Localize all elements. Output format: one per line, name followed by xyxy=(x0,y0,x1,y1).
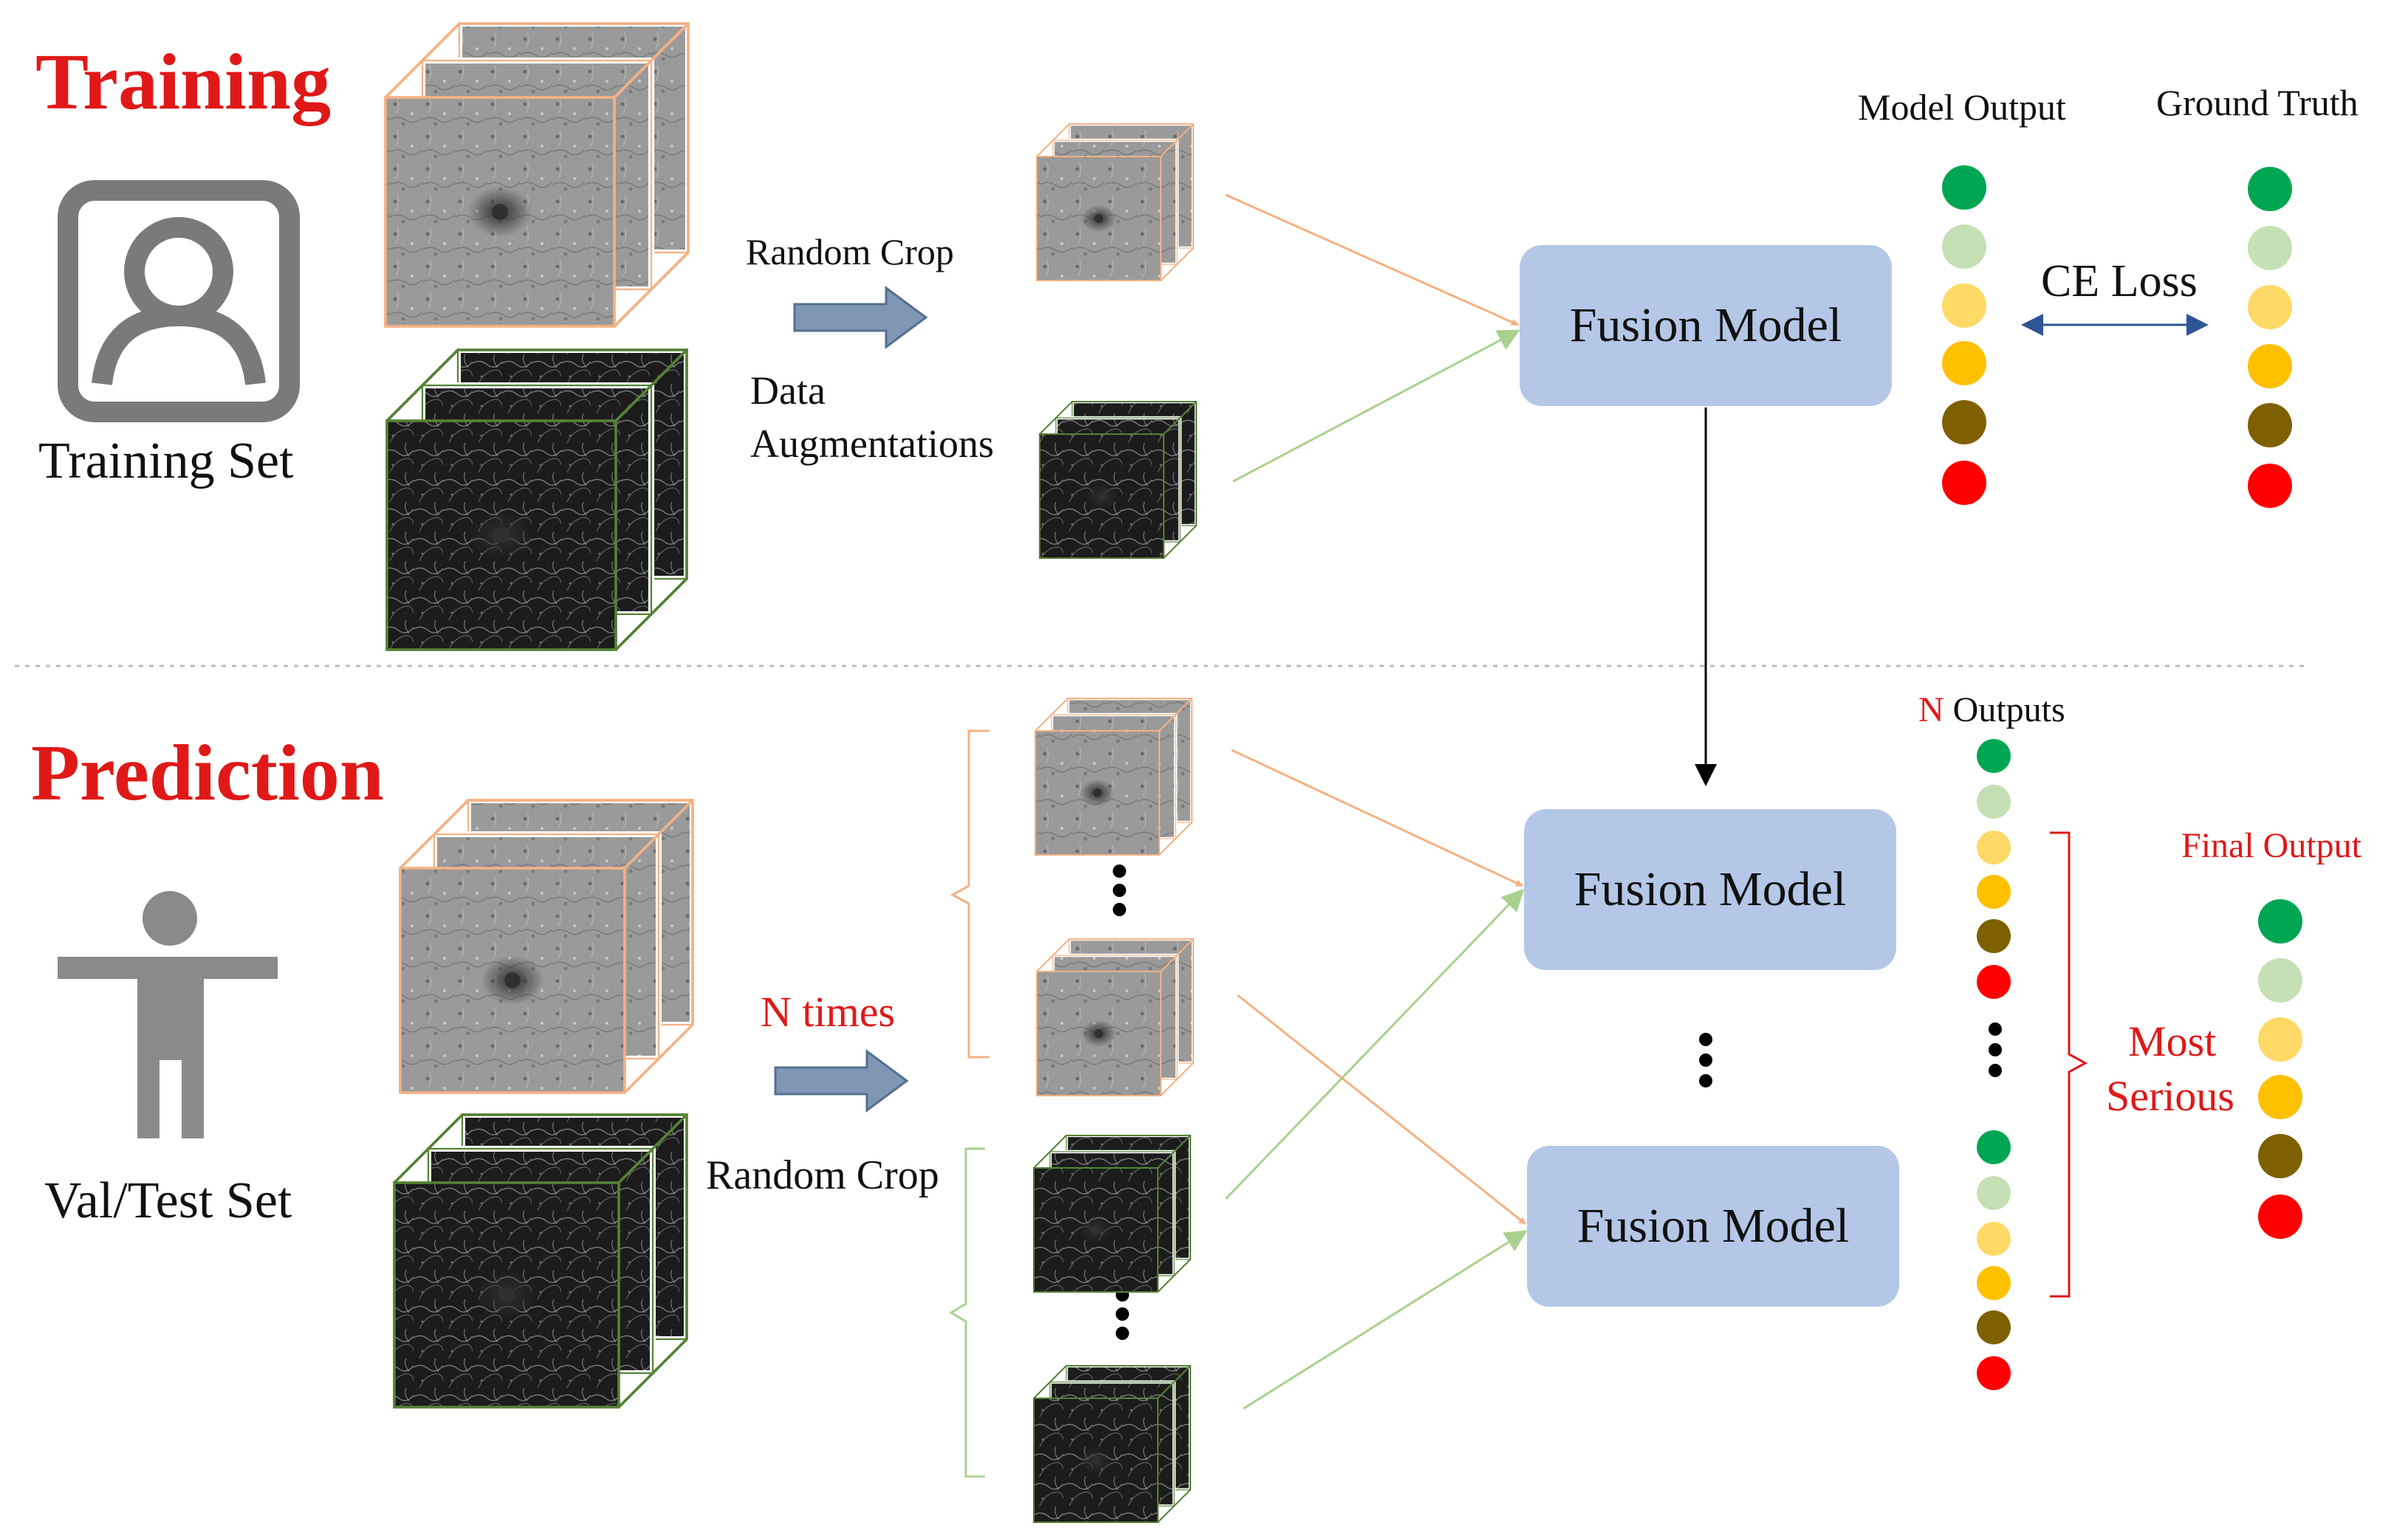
most-serious-brace xyxy=(2050,831,2088,1298)
train-fusion-model-box: Fusion Model xyxy=(1520,245,1892,406)
n-outputs-dots-last-dot-6 xyxy=(1977,1356,2011,1390)
ground-truth-dots-dot-6 xyxy=(2248,464,2292,508)
n-outputs-dots-last-dot-4 xyxy=(1977,1266,2011,1300)
n-outputs-dots-last-dot-1 xyxy=(1977,1130,2011,1164)
ground-truth-label: Ground Truth xyxy=(2156,82,2359,123)
pred-dark-octa-stack xyxy=(393,1111,690,1409)
ground-truth-dots-dot-5 xyxy=(2248,403,2292,447)
n-outputs-label: N Outputs xyxy=(1918,692,2065,728)
pred-gray-crop-stack-1 xyxy=(1034,696,1194,856)
fusion-ellipsis xyxy=(1699,1033,1712,1087)
outputs-ellipsis xyxy=(1989,1022,2002,1077)
training-set-label: Training Set xyxy=(38,433,294,489)
n-outputs-dots-last-dot-3 xyxy=(1977,1222,2011,1256)
ground-truth-dots-dot-3 xyxy=(2248,285,2292,329)
pred-dark2-to-fusion2-arrow xyxy=(1243,1230,1528,1410)
pred-dark-crop-stack-2 xyxy=(1032,1364,1193,1524)
user-portrait-icon xyxy=(58,180,300,422)
ground-truth-dots-dot-1 xyxy=(2248,167,2292,211)
training-title: Training xyxy=(35,38,332,126)
ground-truth-dots-dot-2 xyxy=(2248,226,2292,270)
n-outputs-dots-last xyxy=(1977,1130,2011,1390)
n-outputs-dots-first-dot-4 xyxy=(1977,875,2011,909)
n-outputs-dots-first-dot-2 xyxy=(1977,785,2011,819)
train-gray-crop-stack xyxy=(1035,122,1196,282)
final-output-dots-dot-4 xyxy=(2258,1075,2302,1119)
model-output-dots-dot-1 xyxy=(1942,165,1986,210)
model-output-dots-dot-2 xyxy=(1942,224,1986,269)
n-outputs-dots-first-dot-1 xyxy=(1977,739,2011,773)
prediction-title: Prediction xyxy=(31,729,384,817)
crop-ellipsis-top xyxy=(1113,864,1126,916)
ground-truth-dots xyxy=(2248,167,2292,508)
train-gray-to-fusion-arrow xyxy=(1225,193,1519,326)
data-aug-label-line1: Data xyxy=(750,368,826,413)
n-outputs-n: N xyxy=(1918,690,1944,729)
n-outputs-dots-first-dot-3 xyxy=(1977,831,2011,864)
person-icon xyxy=(58,891,278,1138)
n-times-arrow xyxy=(774,1049,909,1113)
val-test-set-label: Val/Test Set xyxy=(44,1172,292,1229)
random-crop-arrow xyxy=(793,286,928,349)
train-random-crop-label: Random Crop xyxy=(746,231,954,272)
final-output-dots-dot-2 xyxy=(2258,958,2302,1003)
most-serious-line2: Serious xyxy=(2106,1072,2234,1120)
data-aug-label-line2: Augmentations xyxy=(750,422,994,466)
pred-gray2-to-fusion2-arrow xyxy=(1237,994,1526,1226)
model-output-dots-dot-6 xyxy=(1942,461,1986,505)
pred-gray-crop-stack-2 xyxy=(1035,937,1196,1097)
train-gray-oct-stack xyxy=(384,20,692,328)
crop-ellipsis-bottom xyxy=(1116,1288,1129,1340)
pred-gray1-to-fusion1-arrow xyxy=(1231,749,1523,887)
n-outputs-dots-first-dot-5 xyxy=(1977,919,2011,953)
final-output-dots xyxy=(2258,899,2302,1239)
final-output-dots-dot-6 xyxy=(2258,1194,2302,1239)
model-output-label: Model Output xyxy=(1858,86,2066,128)
pred-random-crop-label: Random Crop xyxy=(706,1152,939,1198)
train-dark-octa-stack xyxy=(385,346,690,651)
final-output-label: Final Output xyxy=(2181,826,2362,865)
model-output-dots-dot-4 xyxy=(1942,341,1986,385)
n-times-label: N times xyxy=(761,988,896,1036)
train-dark-to-fusion-arrow xyxy=(1232,329,1520,483)
n-outputs-text: Outputs xyxy=(1952,690,2065,729)
dark-crops-brace xyxy=(949,1147,985,1478)
model-output-dots-dot-3 xyxy=(1942,283,1986,328)
final-output-dots-dot-3 xyxy=(2258,1017,2302,1062)
n-outputs-dots-first-dot-6 xyxy=(1977,965,2011,999)
n-outputs-dots-first xyxy=(1977,739,2011,999)
pred-dark1-to-fusion1-arrow xyxy=(1224,888,1525,1200)
pred-gray-oct-stack xyxy=(399,797,696,1094)
model-output-dots xyxy=(1942,165,1986,505)
n-outputs-dots-last-dot-5 xyxy=(1977,1310,2011,1344)
pred-dark-crop-stack-1 xyxy=(1032,1133,1193,1293)
ce-loss-label: CE Loss xyxy=(2041,256,2198,306)
ground-truth-dots-dot-4 xyxy=(2248,344,2292,388)
gray-crops-brace xyxy=(950,729,989,1059)
final-output-dots-dot-1 xyxy=(2258,899,2302,943)
pred-fusion-model-box-1: Fusion Model xyxy=(1524,809,1896,970)
model-output-dots-dot-5 xyxy=(1942,400,1986,444)
most-serious-line1: Most xyxy=(2128,1017,2217,1065)
pred-fusion-model-box-2: Fusion Model xyxy=(1527,1146,1899,1307)
train-dark-crop-stack xyxy=(1038,399,1198,560)
n-outputs-dots-last-dot-2 xyxy=(1977,1176,2011,1210)
final-output-dots-dot-5 xyxy=(2258,1134,2302,1178)
